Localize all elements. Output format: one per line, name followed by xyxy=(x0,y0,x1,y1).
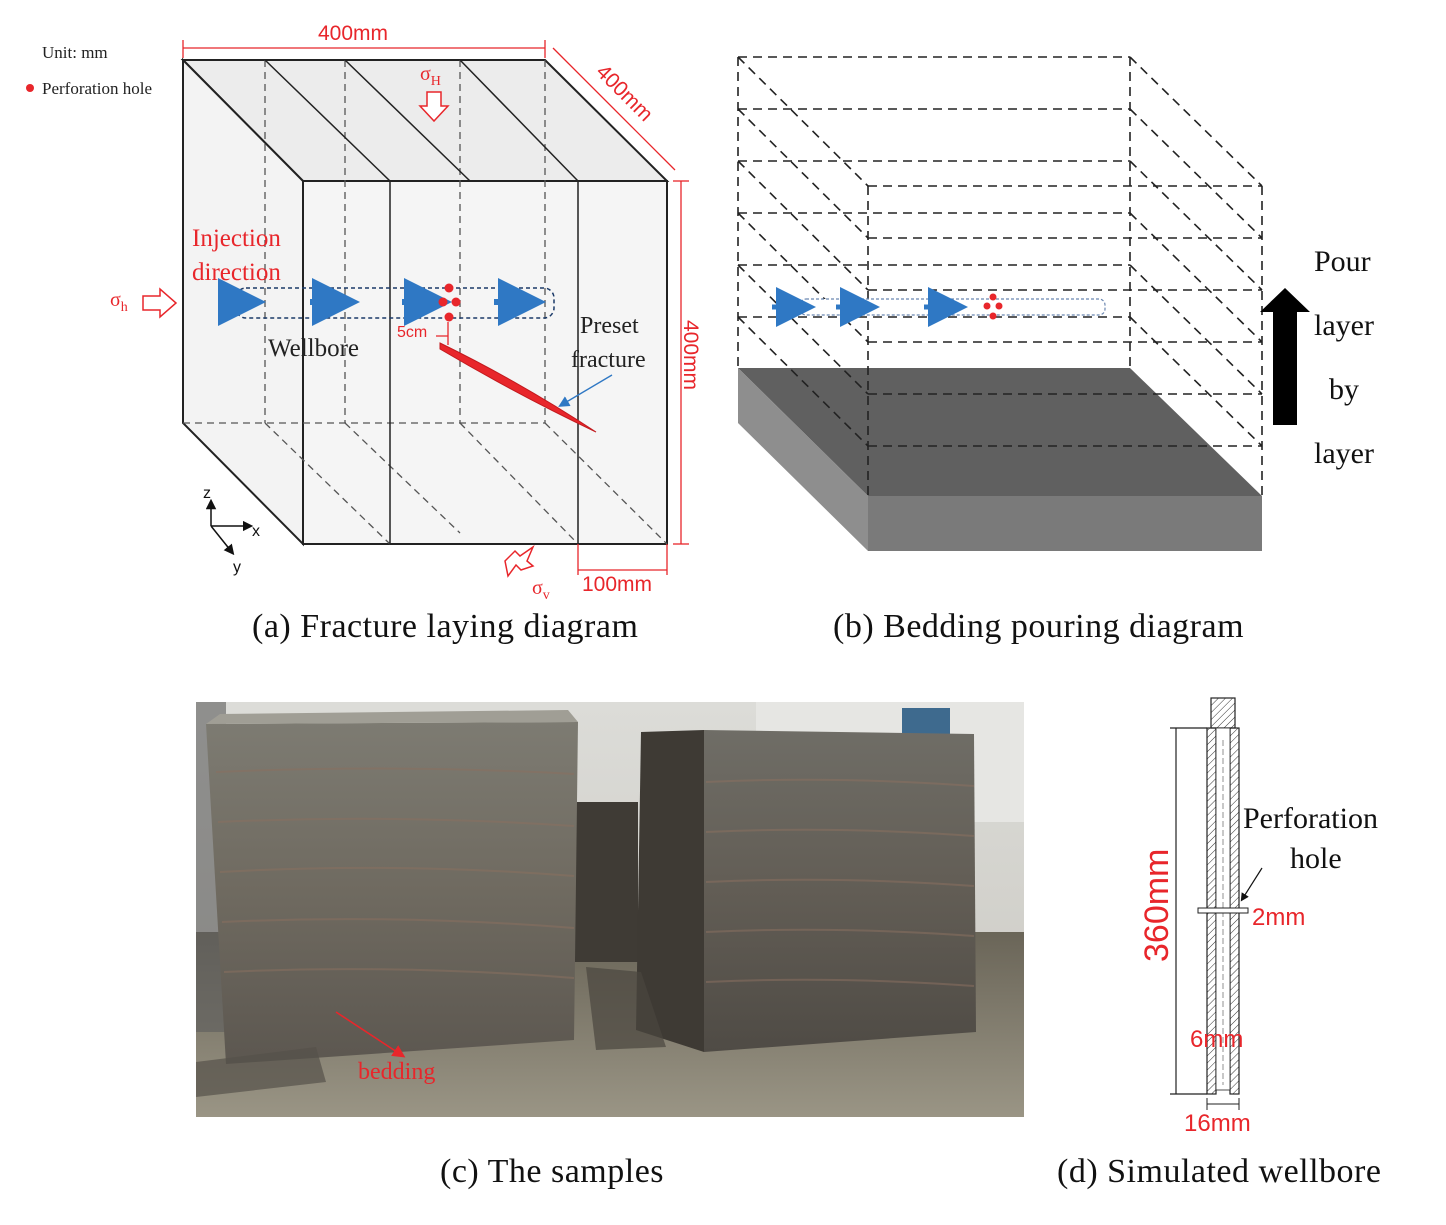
preset-label-line1: Preset xyxy=(580,313,639,339)
sample-block-left xyxy=(206,722,578,1064)
perforation-holes xyxy=(438,283,461,322)
perforation-legend-label: Perforation hole xyxy=(42,79,152,98)
dim-16mm-label: 16mm xyxy=(1184,1110,1251,1137)
injection-label-line1: Injection xyxy=(192,225,281,252)
caption-a: (a) Fracture laying diagram xyxy=(252,608,639,645)
layer-outlines xyxy=(737,56,1263,496)
fracture-laying-diagram: 400mm 400mm 400mm 100mm Unit: mm Perfora… xyxy=(26,22,702,603)
pour-label-2: layer xyxy=(1314,309,1374,342)
offset-label: 5cm xyxy=(397,324,427,341)
wellbore-cap xyxy=(1210,697,1236,729)
base-block-top xyxy=(738,368,1262,496)
base-block-left xyxy=(738,368,868,551)
pour-label-3: by xyxy=(1329,373,1359,406)
perforation-slot xyxy=(1197,907,1249,914)
pour-direction-arrow xyxy=(1260,288,1310,425)
bedding-label: bedding xyxy=(358,1059,435,1085)
pour-label-4: layer xyxy=(1314,437,1374,470)
slab-dividers xyxy=(264,59,579,544)
unit-label: Unit: mm xyxy=(42,43,108,62)
sigma-h-arrow xyxy=(142,287,178,319)
pour-label-1: Pour xyxy=(1314,245,1371,278)
background-debris xyxy=(566,802,638,962)
wellbore-label: Wellbore xyxy=(268,335,359,362)
cube-hidden-edges xyxy=(183,60,668,545)
perforation-legend-dot xyxy=(26,84,34,92)
wellbore-tube xyxy=(235,287,555,319)
injection-label-line2: direction xyxy=(192,259,281,286)
panel-fracture-laying: 400mm 400mm 400mm 100mm Unit: mm Perfora… xyxy=(0,0,720,610)
axis-z-label: z xyxy=(203,485,211,502)
dim-top-label: 400mm xyxy=(318,22,388,45)
dim-2mm-label: 2mm xyxy=(1252,904,1305,931)
length-dimension xyxy=(1170,727,1207,1095)
sigma-H-symbol: σH xyxy=(420,63,441,89)
sigma-h-symbol: σh xyxy=(110,289,128,315)
preset-label-line2: fracture xyxy=(571,347,646,373)
bedding-arrow xyxy=(335,1011,406,1058)
simulated-wellbore-diagram: 360mm Perforation hole 2mm 6mm 16mm xyxy=(1138,697,1378,1137)
base-block-front xyxy=(868,496,1262,551)
offset-bracket xyxy=(436,322,449,345)
sigma-v-arrow xyxy=(504,544,535,578)
panel-simulated-wellbore: 360mm Perforation hole 2mm 6mm 16mm xyxy=(1130,690,1446,1140)
dim-6mm-label: 6mm xyxy=(1190,1026,1243,1053)
perforation-leader xyxy=(1240,867,1263,902)
axis-x-label: x xyxy=(252,523,260,540)
perforation-label-line1: Perforation xyxy=(1243,802,1378,835)
caption-b: (b) Bedding pouring diagram xyxy=(833,608,1245,645)
preset-leader-arrow xyxy=(558,374,613,407)
dim-bottom-label: 100mm xyxy=(582,573,652,596)
sample-block-right-side xyxy=(636,730,704,1052)
preset-fracture xyxy=(439,342,597,433)
sigma-H-arrow xyxy=(418,91,450,123)
length-label: 360mm xyxy=(1138,849,1176,962)
bedding-pouring-diagram: Pour layer by layer xyxy=(737,56,1374,551)
panel-bedding-pouring: Pour layer by layer xyxy=(720,0,1446,610)
sample-block-right xyxy=(704,730,976,1052)
sigma-v-symbol: σv xyxy=(532,577,550,603)
samples-photo: bedding xyxy=(196,702,1024,1117)
axes-triad xyxy=(205,498,254,556)
axis-y-label: y xyxy=(233,559,241,576)
dim-right-label: 400mm xyxy=(679,320,702,390)
caption-c: (c) The samples xyxy=(440,1153,665,1190)
perforation-holes-b xyxy=(983,293,1003,320)
bedding-streaks xyxy=(215,767,975,987)
caption-d: (d) Simulated wellbore xyxy=(1057,1153,1382,1190)
dimension-lines xyxy=(182,40,689,575)
perforation-label-line2: hole xyxy=(1290,842,1342,875)
